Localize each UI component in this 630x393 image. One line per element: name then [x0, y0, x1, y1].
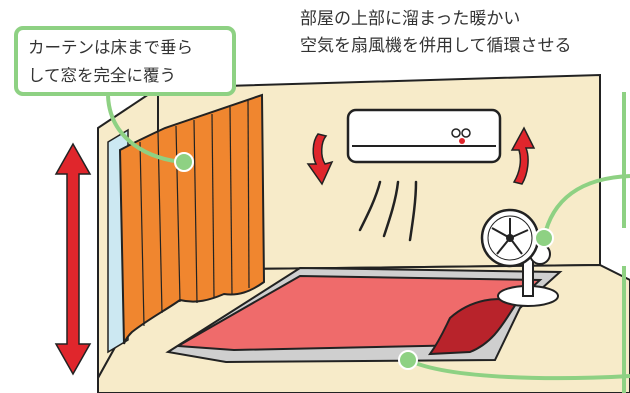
carpet-corner — [427, 298, 518, 356]
callout-leaders — [106, 92, 630, 393]
circulation-arrow-icon — [510, 126, 536, 185]
up-down-arrow-icon — [54, 142, 92, 376]
curtain-callout: カーテンは床まで垂ら して窓を完全に覆う — [14, 26, 236, 96]
air-conditioner-icon — [346, 108, 502, 164]
airflow-caption-line1: 部屋の上部に溜まった暖かい — [300, 9, 521, 29]
curtain-callout-line2: して窓を完全に覆う — [28, 66, 177, 85]
fan-marker — [534, 228, 554, 248]
down-arrow-icon — [306, 133, 334, 186]
curtain-marker — [174, 152, 194, 172]
airflow-caption: 部屋の上部に溜まった暖かい 空気を扇風機を併用して循環させる — [300, 6, 630, 60]
curtain-callout-line1: カーテンは床まで垂ら — [28, 38, 193, 57]
airflow-lines — [358, 180, 418, 242]
carpet-marker — [398, 350, 418, 370]
electric-fan-icon — [480, 208, 559, 307]
airflow-caption-line2: 空気を扇風機を併用して循環させる — [300, 36, 572, 56]
